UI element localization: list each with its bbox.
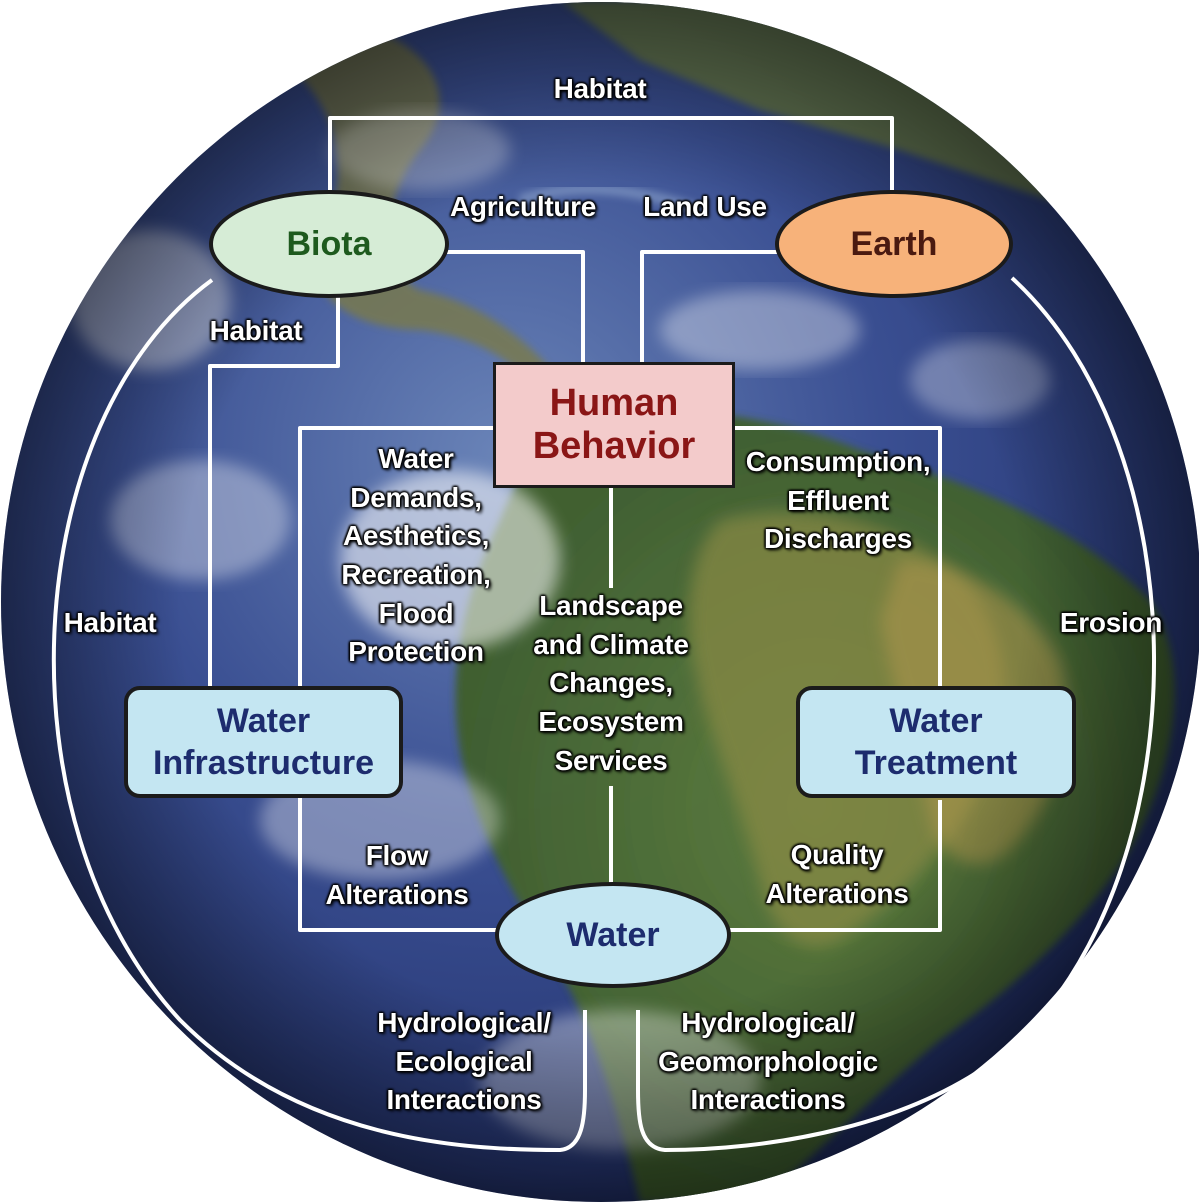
node-water-treatment: Water Treatment: [796, 686, 1076, 798]
label-landscape-climate-line-4: Ecosystem: [538, 705, 684, 737]
connector-agriculture: [447, 250, 585, 362]
connector-water-demands: [298, 426, 497, 932]
label-quality-alterations-line-1: Quality: [790, 839, 884, 870]
label-land-use-text: Land Use: [643, 191, 767, 222]
label-hydro-geomorphologic: Hydrological/ Geomorphologic Interaction…: [648, 1004, 888, 1120]
label-quality-alterations-line-2: Alterations: [765, 877, 909, 909]
node-human-behavior-line-1: Human: [549, 382, 679, 425]
label-erosion-text: Erosion: [1059, 607, 1163, 638]
label-landscape-climate: Landscape and Climate Changes, Ecosystem…: [508, 587, 714, 780]
connector-habitat-left: [51, 278, 587, 1152]
node-earth: Earth: [775, 190, 1013, 298]
node-water-treatment-line-1: Water: [889, 701, 983, 740]
node-water-infrastructure: Water Infrastructure: [124, 686, 403, 798]
label-habitat-top: Habitat: [530, 70, 670, 109]
label-landscape-climate-line-2: and Climate: [533, 628, 689, 660]
label-hydro-geomorphologic-line-1: Hydrological/: [681, 1007, 855, 1038]
label-land-use: Land Use: [630, 188, 780, 227]
node-human-behavior-line-2: Behavior: [532, 425, 696, 467]
label-habitat-left: Habitat: [50, 604, 170, 643]
label-landscape-climate-line-1: Landscape: [539, 590, 683, 621]
label-hydro-geomorphologic-line-3: Interactions: [690, 1084, 846, 1116]
label-consumption: Consumption, Effluent Discharges: [738, 443, 938, 559]
label-water-demands-line-6: Protection: [348, 636, 484, 668]
label-consumption-line-3: Discharges: [764, 523, 912, 555]
label-flow-alterations: Flow Alterations: [312, 837, 482, 914]
label-agriculture-text: Agriculture: [449, 191, 597, 222]
label-water-demands-line-5: Flood: [378, 597, 454, 629]
label-habitat-left-text: Habitat: [63, 607, 157, 638]
connector-habitat-biota-infra: [208, 296, 340, 686]
connector-quality: [728, 800, 942, 932]
node-earth-label: Earth: [850, 224, 938, 263]
label-water-demands-line-1: Water: [378, 443, 454, 474]
label-hydro-ecological: Hydrological/ Ecological Interactions: [356, 1004, 572, 1120]
node-water-treatment-line-2: Treatment: [854, 744, 1018, 782]
label-landscape-climate-line-5: Services: [554, 744, 668, 776]
connector-consumption: [733, 426, 942, 686]
node-water: Water: [495, 882, 731, 988]
label-hydro-ecological-line-1: Hydrological/: [377, 1007, 551, 1038]
connector-lines: [51, 116, 1156, 1152]
label-flow-alterations-line-1: Flow: [365, 840, 429, 871]
label-habitat-biota-infra-text: Habitat: [209, 315, 303, 346]
label-consumption-line-2: Effluent: [787, 484, 889, 516]
node-water-infrastructure-line-1: Water: [216, 701, 311, 740]
label-water-demands: Water Demands, Aesthetics, Recreation, F…: [318, 440, 514, 672]
label-agriculture: Agriculture: [438, 188, 608, 227]
connector-land-use: [640, 250, 778, 362]
label-habitat-biota-infra: Habitat: [196, 312, 316, 351]
label-consumption-line-1: Consumption,: [745, 446, 931, 477]
label-quality-alterations: Quality Alterations: [752, 836, 922, 913]
label-flow-alterations-line-2: Alterations: [325, 878, 469, 910]
label-erosion: Erosion: [1048, 604, 1174, 643]
connector-erosion: [636, 276, 1156, 1152]
node-water-infrastructure-line-2: Infrastructure: [152, 744, 375, 782]
label-water-demands-line-3: Aesthetics,: [342, 520, 490, 552]
label-hydro-geomorphologic-line-2: Geomorphologic: [658, 1045, 878, 1077]
label-habitat-top-text: Habitat: [553, 73, 647, 104]
label-water-demands-line-4: Recreation,: [341, 558, 491, 590]
node-biota-label: Biota: [286, 224, 372, 263]
node-water-label: Water: [566, 915, 660, 954]
label-hydro-ecological-line-3: Interactions: [386, 1084, 542, 1116]
node-human-behavior: Human Behavior: [493, 362, 735, 488]
connector-habitat-top: [328, 116, 894, 192]
label-landscape-climate-line-3: Changes,: [549, 667, 673, 699]
label-water-demands-line-2: Demands,: [350, 481, 482, 513]
label-hydro-ecological-line-2: Ecological: [395, 1045, 533, 1077]
node-biota: Biota: [209, 190, 449, 298]
